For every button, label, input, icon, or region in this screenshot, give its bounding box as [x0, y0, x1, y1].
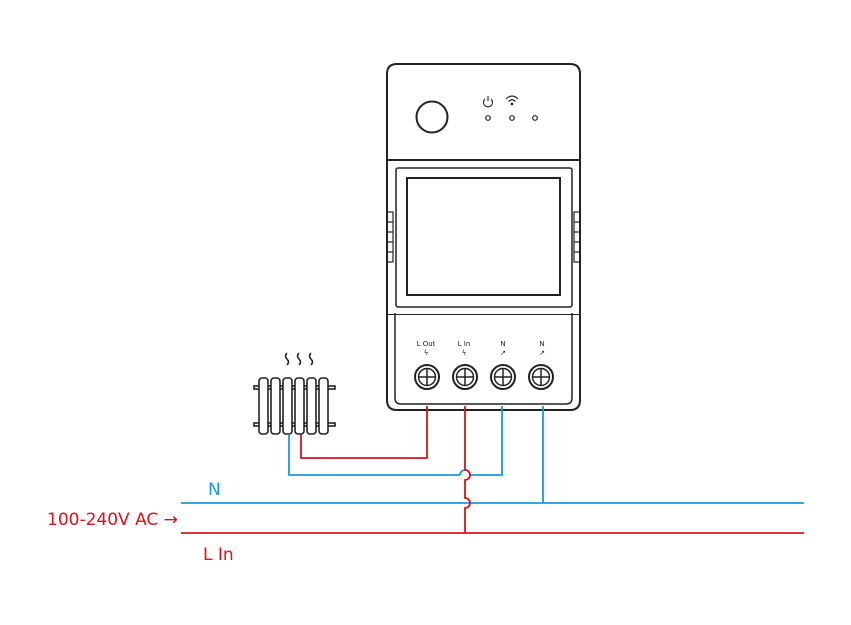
arrow-right-icon: →: [163, 510, 178, 530]
screw-terminal-icon: [490, 364, 516, 390]
lin-supply-wire: [464, 406, 471, 533]
screw-terminal-icon: [452, 364, 478, 390]
terminal-label-lout: L Out: [417, 340, 436, 348]
heat-waves-icon: [284, 352, 314, 366]
neutral-label: N: [208, 480, 221, 500]
neutral-wires: [181, 406, 804, 504]
led-wifi: [509, 115, 515, 121]
terminal-symbol-n1: ↗: [500, 349, 506, 357]
voltage-label: 100-240V AC →: [47, 510, 178, 530]
screw-terminal-icon: [414, 364, 440, 390]
live-wires: [181, 406, 804, 534]
power-button[interactable]: [415, 100, 449, 134]
heater-icon: [253, 377, 336, 435]
led-relay: [532, 115, 538, 121]
power-icon: [482, 96, 494, 108]
terminal-label-n2: N: [539, 340, 544, 348]
live-in-label: L In: [203, 545, 234, 565]
screw-terminal-icon: [528, 364, 554, 390]
terminal-labels: L Out ϟ L In ϟ N ↗ N ↗: [417, 340, 545, 357]
neutral-to-heater-wire: [288, 434, 460, 476]
status-leds: [485, 115, 538, 121]
led-power: [485, 115, 491, 121]
terminal-label-n1: N: [500, 340, 505, 348]
terminal-label-lin: L In: [458, 340, 471, 348]
side-clips: [386, 211, 581, 263]
terminal-symbol-n2: ↗: [539, 349, 545, 357]
lcd-display: [395, 167, 573, 308]
terminal-symbol-lin: ϟ: [462, 349, 467, 357]
terminal-symbol-lout: ϟ: [424, 349, 429, 357]
wifi-icon: [505, 95, 519, 106]
neutral-to-n1-wire: [470, 406, 503, 476]
smart-switch-device: [386, 63, 581, 411]
lout-to-heater-wire: [300, 406, 428, 459]
voltage-text: 100-240V AC: [47, 510, 159, 530]
screw-terminals: [414, 364, 554, 390]
